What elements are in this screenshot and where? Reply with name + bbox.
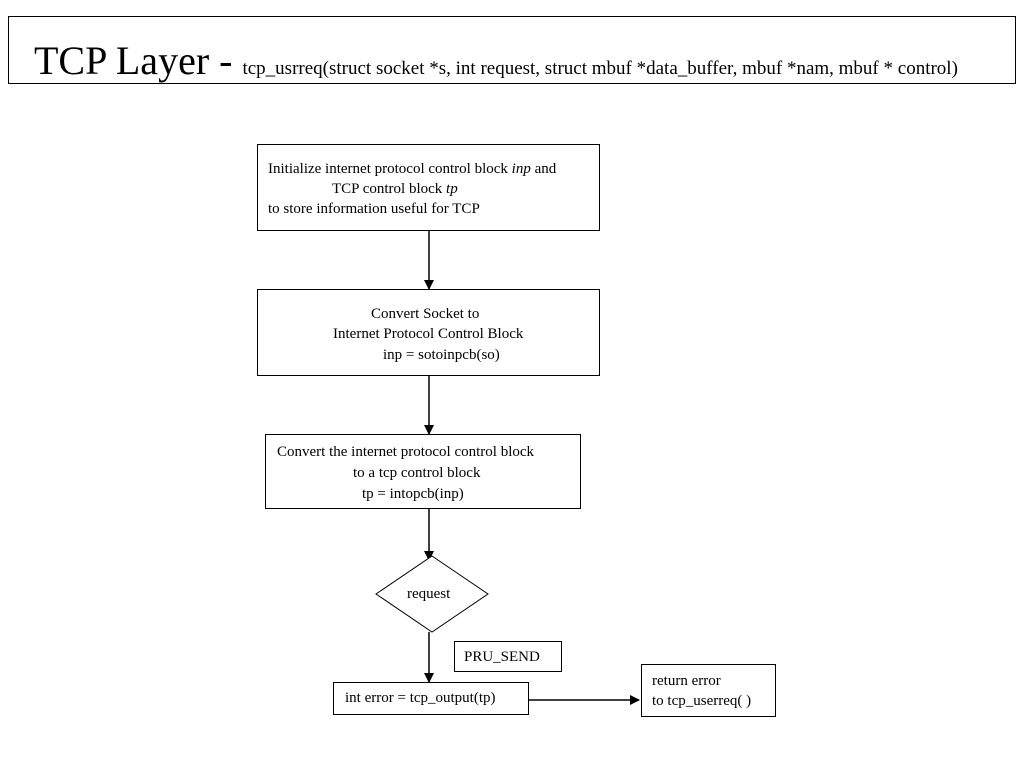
init-line-1: Initialize internet protocol control blo… [268, 159, 556, 179]
init-line-1-suffix: and [530, 161, 557, 177]
tcpcb-line-2: to a tcp control block [353, 465, 481, 481]
socket-line-3: inp = sotoinpcb(so) [383, 347, 500, 363]
page-title: TCP Layer - tcp_usrreq(struct socket *s,… [34, 41, 958, 81]
title-main: TCP Layer - [34, 38, 243, 83]
title-box: TCP Layer - tcp_usrreq(struct socket *s,… [8, 16, 1016, 84]
title-signature: tcp_usrreq(struct socket *s, int request… [242, 58, 958, 79]
return-error-box: return error to tcp_userreq( ) [641, 664, 776, 717]
tcp-output-label: int error = tcp_output(tp) [345, 690, 496, 706]
decision-diamond [375, 555, 489, 633]
pru-send-label-box: PRU_SEND [454, 641, 562, 672]
socket-line-1: Convert Socket to [371, 306, 480, 322]
init-line-2-prefix: TCP control block [332, 181, 447, 197]
init-line-3: to store information useful for TCP [268, 201, 480, 217]
pru-send-label: PRU_SEND [464, 649, 540, 665]
init-line-2-var: tp [446, 181, 458, 197]
tcpcb-line-3: tp = intopcb(inp) [362, 486, 464, 502]
return-line-1: return error [652, 673, 721, 689]
return-line-2: to tcp_userreq( ) [652, 693, 752, 709]
convert-socket-box: Convert Socket to Internet Protocol Cont… [257, 289, 600, 376]
init-line-1-prefix: Initialize internet protocol control blo… [268, 161, 512, 177]
decision-label: request [407, 586, 451, 602]
init-control-blocks-box: Initialize internet protocol control blo… [257, 144, 600, 231]
socket-line-2: Internet Protocol Control Block [333, 326, 524, 342]
convert-tcpcb-box: Convert the internet protocol control bl… [265, 434, 581, 509]
tcpcb-line-1: Convert the internet protocol control bl… [277, 444, 535, 460]
tcp-output-box: int error = tcp_output(tp) [333, 682, 529, 715]
init-line-1-var: inp [511, 161, 531, 177]
init-line-2: TCP control block tp [332, 179, 458, 199]
